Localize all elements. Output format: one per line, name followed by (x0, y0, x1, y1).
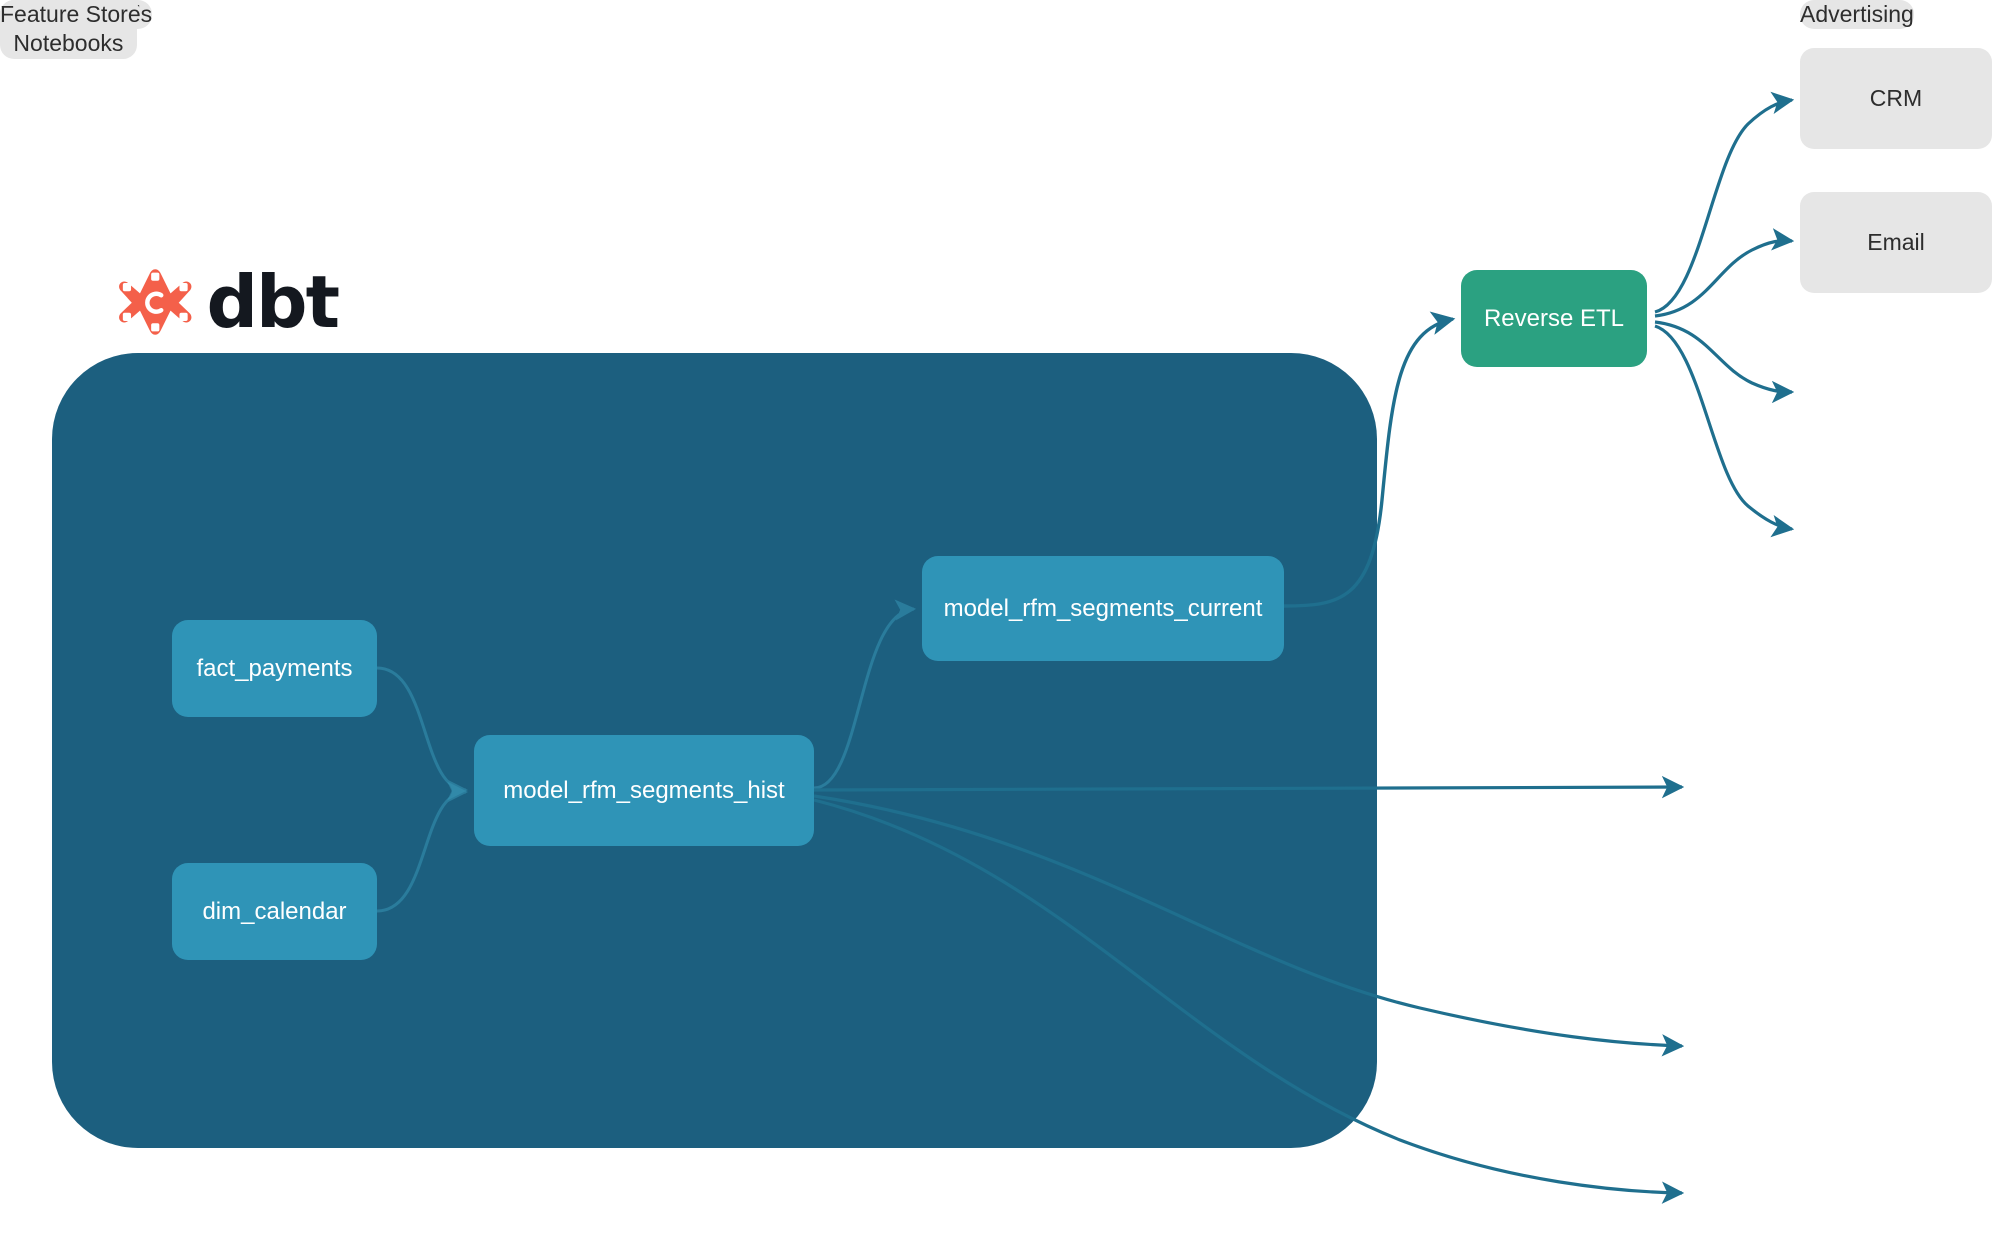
edge-reverse-etl-to-advertising (1654, 320, 1795, 404)
node-model-rfm-segments-hist[interactable]: model_rfm_segments_hist (474, 735, 814, 846)
node-model-rfm-segments-current[interactable]: model_rfm_segments_current (922, 556, 1284, 661)
node-label-line-2: Notebooks (13, 30, 124, 57)
node-fact-payments[interactable]: fact_payments (172, 620, 377, 717)
node-reverse-etl[interactable]: Reverse ETL (1461, 270, 1647, 367)
edge-reverse-etl-to-sms-push (1654, 324, 1795, 538)
dbt-wordmark: dbt (206, 260, 340, 344)
dbt-logo: dbt (118, 252, 340, 352)
node-email[interactable]: Email (1800, 192, 1992, 293)
node-advertising[interactable]: Advertising (1800, 0, 1914, 30)
node-feature-store[interactable]: Feature Store (0, 0, 141, 30)
edge-reverse-etl-to-email (1654, 228, 1795, 318)
edge-reverse-etl-to-crm (1654, 91, 1795, 314)
node-crm[interactable]: CRM (1800, 48, 1992, 149)
dbt-logo-icon (119, 269, 192, 335)
node-dim-calendar[interactable]: dim_calendar (172, 863, 377, 960)
